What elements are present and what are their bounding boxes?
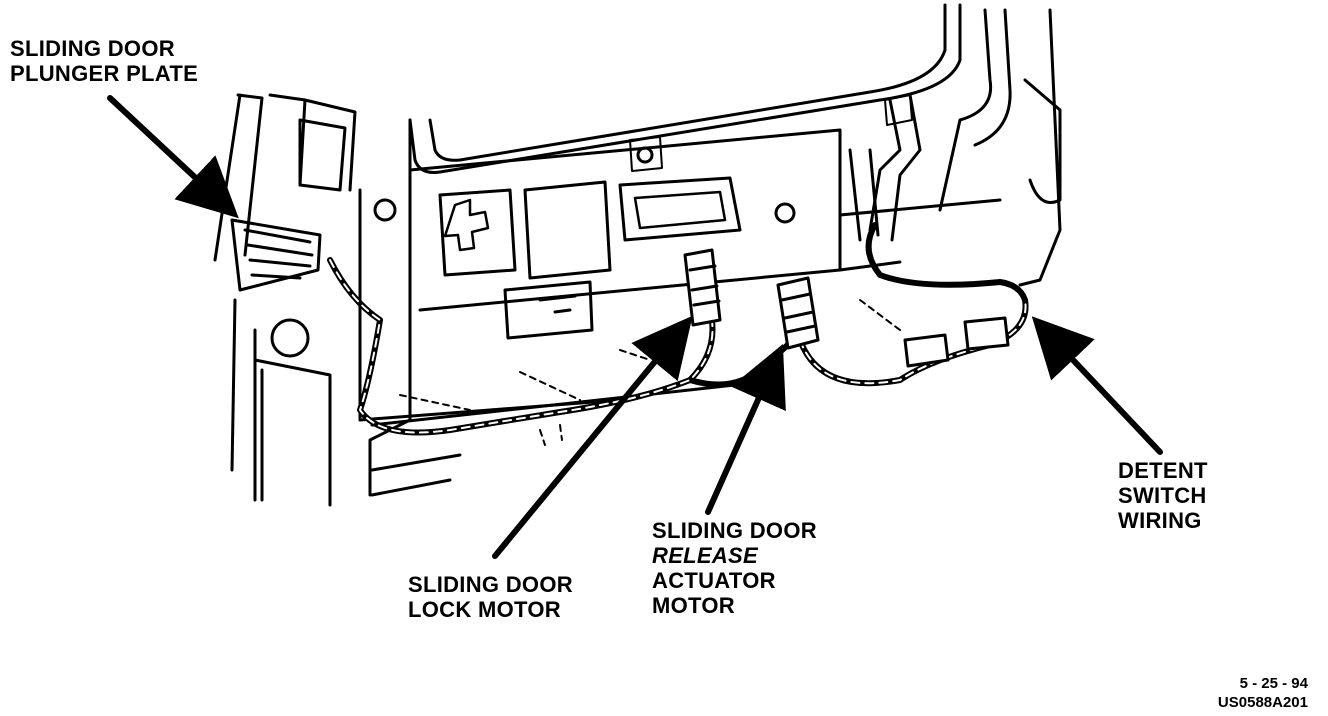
detent-switch-label: DETENT SWITCH WIRING xyxy=(1118,458,1208,533)
connectors xyxy=(683,248,1010,368)
plunger-plate-label-line2: PLUNGER PLATE xyxy=(10,61,199,86)
detent-switch-label-line1: DETENT xyxy=(1118,458,1208,483)
plunger-plate-detail xyxy=(230,218,322,292)
wiring-harness-inner xyxy=(329,259,1027,434)
plunger-plate-label-line1: SLIDING DOOR xyxy=(10,36,175,61)
detent-switch-label-line3: WIRING xyxy=(1118,508,1202,533)
lock-motor-label: SLIDING DOOR LOCK MOTOR xyxy=(408,572,573,622)
release-actuator-label-line3: ACTUATOR xyxy=(652,568,776,593)
release-actuator-label: SLIDING DOOR RELEASE ACTUATOR MOTOR xyxy=(652,518,817,618)
detent-switch-label-line2: SWITCH xyxy=(1118,483,1207,508)
plunger-plate-label: SLIDING DOOR PLUNGER PLATE xyxy=(10,36,198,86)
lock-motor-label-line2: LOCK MOTOR xyxy=(408,597,561,622)
release-actuator-label-line4: MOTOR xyxy=(652,593,735,618)
release-actuator-label-line1: SLIDING DOOR xyxy=(652,518,817,543)
arrow-lock-motor xyxy=(492,315,693,559)
callout-arrows xyxy=(107,95,1163,559)
arrow-plunger-plate xyxy=(107,95,239,219)
figure-footer: 5 - 25 - 94 US0588A201 xyxy=(1218,674,1308,712)
arrow-detent-switch xyxy=(1031,316,1163,455)
figure-date: 5 - 25 - 94 xyxy=(1239,675,1308,692)
screw-markers xyxy=(399,299,901,446)
lock-motor-label-line1: SLIDING DOOR xyxy=(408,572,573,597)
figure-code: US0588A201 xyxy=(1217,694,1308,711)
release-actuator-label-line2: RELEASE xyxy=(652,543,759,568)
arrow-release-actuator xyxy=(705,344,786,515)
door-frame-outline xyxy=(213,3,1062,507)
